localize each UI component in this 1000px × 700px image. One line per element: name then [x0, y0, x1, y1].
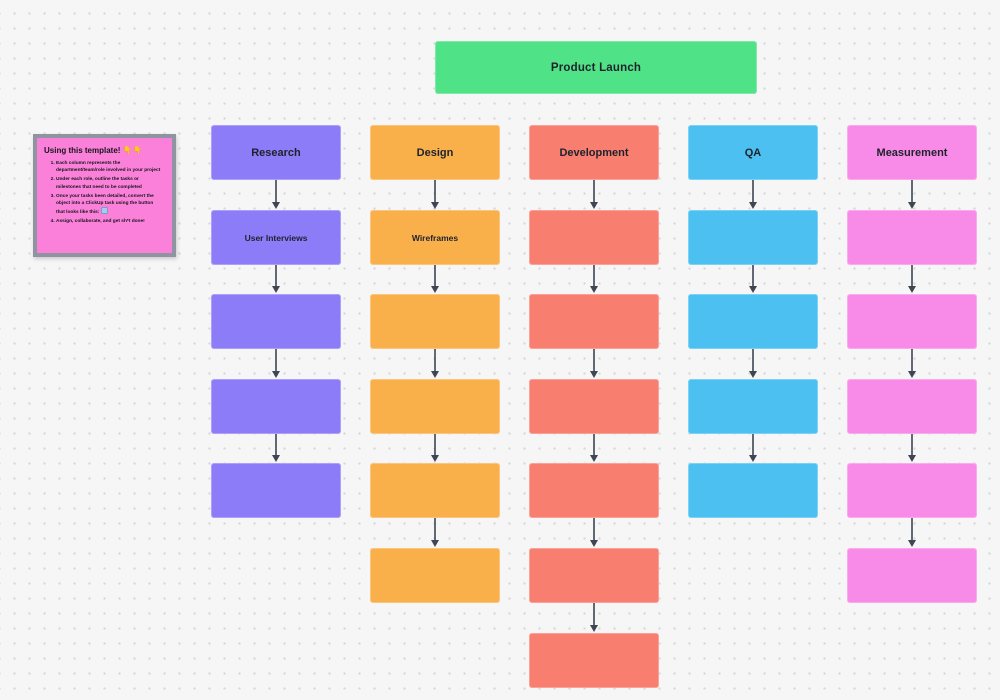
connector-arrow-down[interactable]	[269, 265, 283, 294]
task-box-development-1[interactable]	[529, 210, 659, 265]
task-box-measurement-3[interactable]	[847, 379, 977, 434]
column-header-qa[interactable]: QA	[688, 125, 818, 180]
connector-arrow-down[interactable]	[746, 265, 760, 294]
connector-arrow-down[interactable]	[905, 518, 919, 548]
connector-arrow-down[interactable]	[428, 518, 442, 548]
task-box-design-3[interactable]	[370, 379, 500, 434]
connector-arrow-down[interactable]	[587, 434, 601, 463]
box-label: QA	[744, 146, 762, 159]
product-launch-card[interactable]: Product Launch	[435, 41, 757, 94]
connector-arrow-down[interactable]	[905, 265, 919, 294]
connector-arrow-down[interactable]	[269, 180, 283, 210]
task-box-measurement-2[interactable]	[847, 294, 977, 349]
connector-arrow-down[interactable]	[269, 349, 283, 379]
task-box-development-5[interactable]	[529, 548, 659, 603]
sticky-note-list: Each column represents the department/te…	[44, 160, 165, 226]
box-label: Research	[251, 146, 301, 159]
box-label: Wireframes	[411, 232, 459, 243]
connector-arrow-down[interactable]	[746, 434, 760, 463]
connector-arrow-down[interactable]	[587, 265, 601, 294]
task-box-research-3[interactable]	[211, 379, 341, 434]
connector-arrow-down[interactable]	[269, 434, 283, 463]
product-launch-label: Product Launch	[550, 61, 642, 74]
column-header-design[interactable]: Design	[370, 125, 500, 180]
task-box-design-2[interactable]	[370, 294, 500, 349]
connector-arrow-down[interactable]	[746, 349, 760, 379]
connector-arrow-down[interactable]	[587, 603, 601, 633]
task-box-measurement-1[interactable]	[847, 210, 977, 265]
task-box-research-2[interactable]	[211, 294, 341, 349]
sticky-note[interactable]: Using this template! 👇👇 Each column repr…	[33, 134, 176, 257]
task-box-development-2[interactable]	[529, 294, 659, 349]
connector-arrow-down[interactable]	[428, 180, 442, 210]
task-box-research-1[interactable]: User Interviews	[211, 210, 341, 265]
column-header-research[interactable]: Research	[211, 125, 341, 180]
connector-arrow-down[interactable]	[905, 180, 919, 210]
box-label: Measurement	[876, 146, 948, 159]
task-box-qa-1[interactable]	[688, 210, 818, 265]
connector-arrow-down[interactable]	[428, 349, 442, 379]
connector-arrow-down[interactable]	[428, 265, 442, 294]
task-box-development-4[interactable]	[529, 463, 659, 518]
box-label: Design	[416, 146, 454, 159]
task-box-design-1[interactable]: Wireframes	[370, 210, 500, 265]
sticky-note-item-2: Under each role, outline the tasks or mi…	[56, 176, 163, 190]
task-box-research-4[interactable]	[211, 463, 341, 518]
connector-arrow-down[interactable]	[905, 434, 919, 463]
task-box-qa-3[interactable]	[688, 379, 818, 434]
sticky-note-item-4: Assign, collaborate, and get sh*t done!	[56, 218, 163, 225]
task-box-qa-2[interactable]	[688, 294, 818, 349]
task-box-measurement-5[interactable]	[847, 548, 977, 603]
connector-arrow-down[interactable]	[587, 518, 601, 548]
task-box-development-6[interactable]	[529, 633, 659, 688]
sticky-note-title: Using this template! 👇👇	[44, 146, 143, 155]
sticky-note-body: Using this template! 👇👇 Each column repr…	[37, 138, 172, 253]
connector-arrow-down[interactable]	[428, 434, 442, 463]
task-box-development-3[interactable]	[529, 379, 659, 434]
connector-arrow-down[interactable]	[905, 349, 919, 379]
task-box-measurement-4[interactable]	[847, 463, 977, 518]
column-header-measurement[interactable]: Measurement	[847, 125, 977, 180]
column-header-development[interactable]: Development	[529, 125, 659, 180]
box-label: Development	[559, 146, 629, 159]
clickup-task-icon	[100, 207, 108, 215]
sticky-note-item-3: Once your tasks been detailed, convert t…	[56, 193, 163, 217]
box-label: User Interviews	[244, 232, 308, 243]
connector-arrow-down[interactable]	[587, 180, 601, 210]
task-box-design-4[interactable]	[370, 463, 500, 518]
sticky-note-item-1: Each column represents the department/te…	[56, 160, 163, 174]
task-box-design-5[interactable]	[370, 548, 500, 603]
connector-arrow-down[interactable]	[587, 349, 601, 379]
task-box-qa-4[interactable]	[688, 463, 818, 518]
connector-arrow-down[interactable]	[746, 180, 760, 210]
